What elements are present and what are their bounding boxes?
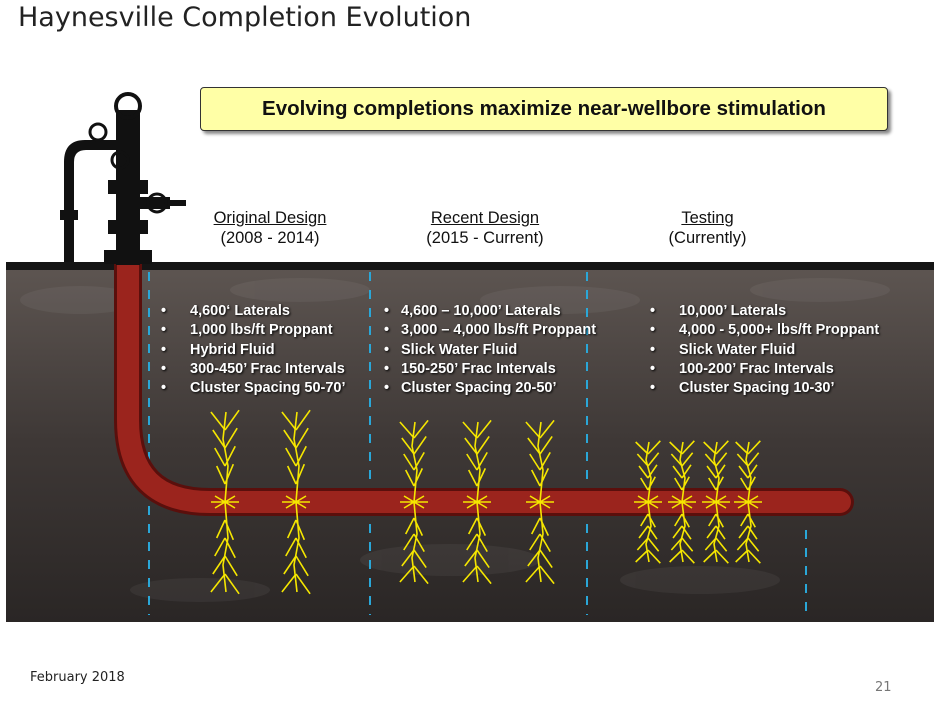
fracture (634, 440, 662, 564)
bullet-item: 4,600‘ Laterals (161, 302, 346, 322)
bullet-item: 1,000 lbs/ft Proppant (161, 321, 346, 341)
slide-title: Haynesville Completion Evolution (18, 2, 472, 33)
bullet-list-testing: 10,000’ Laterals 4,000 - 5,000+ lbs/ft P… (650, 302, 879, 399)
bullet-item: 3,000 – 4,000 lbs/ft Proppant (384, 321, 596, 341)
column-period: (2008 - 2014) (220, 229, 320, 247)
footer-date: February 2018 (30, 670, 125, 685)
bullet-item: Cluster Spacing 20-50’ (384, 379, 596, 399)
callout-banner: Evolving completions maximize near-wellb… (200, 87, 888, 131)
fracture (210, 409, 240, 595)
bullet-item: Cluster Spacing 50-70’ (161, 379, 346, 399)
bullet-item: 4,600 – 10,000’ Laterals (384, 302, 596, 322)
bullet-item: Slick Water Fluid (650, 341, 879, 361)
column-heading: Original Design (213, 209, 327, 227)
page-number: 21 (875, 680, 892, 695)
column-header-recent: Recent Design (2015 - Current) (400, 208, 570, 248)
bullet-item: 4,000 - 5,000+ lbs/ft Proppant (650, 321, 879, 341)
bullet-list-recent: 4,600 – 10,000’ Laterals 3,000 – 4,000 l… (384, 302, 596, 399)
fracture (399, 419, 429, 585)
bullet-item: 300-450’ Frac Intervals (161, 360, 346, 380)
fracture (668, 440, 696, 564)
column-heading: Testing (681, 209, 734, 227)
fracture (702, 440, 730, 564)
bullet-list-original: 4,600‘ Laterals 1,000 lbs/ft Proppant Hy… (161, 302, 346, 399)
column-heading: Recent Design (430, 209, 540, 227)
wellhead-icon (60, 92, 186, 265)
bullet-item: 10,000’ Laterals (650, 302, 879, 322)
fractures (210, 409, 762, 595)
bullet-item: Slick Water Fluid (384, 341, 596, 361)
fracture (734, 440, 762, 564)
bullet-item: 150-250’ Frac Intervals (384, 360, 596, 380)
column-header-original: Original Design (2008 - 2014) (190, 208, 350, 248)
bullet-item: Cluster Spacing 10-30’ (650, 379, 879, 399)
column-header-testing: Testing (Currently) (630, 208, 785, 248)
fracture (462, 419, 492, 585)
rock-texture (20, 278, 890, 602)
bullet-item: 100-200’ Frac Intervals (650, 360, 879, 380)
column-period: (Currently) (668, 229, 747, 247)
fracture (525, 419, 555, 585)
ground-surface (6, 262, 934, 270)
fracture (281, 409, 311, 595)
column-period: (2015 - Current) (426, 229, 544, 247)
bullet-item: Hybrid Fluid (161, 341, 346, 361)
